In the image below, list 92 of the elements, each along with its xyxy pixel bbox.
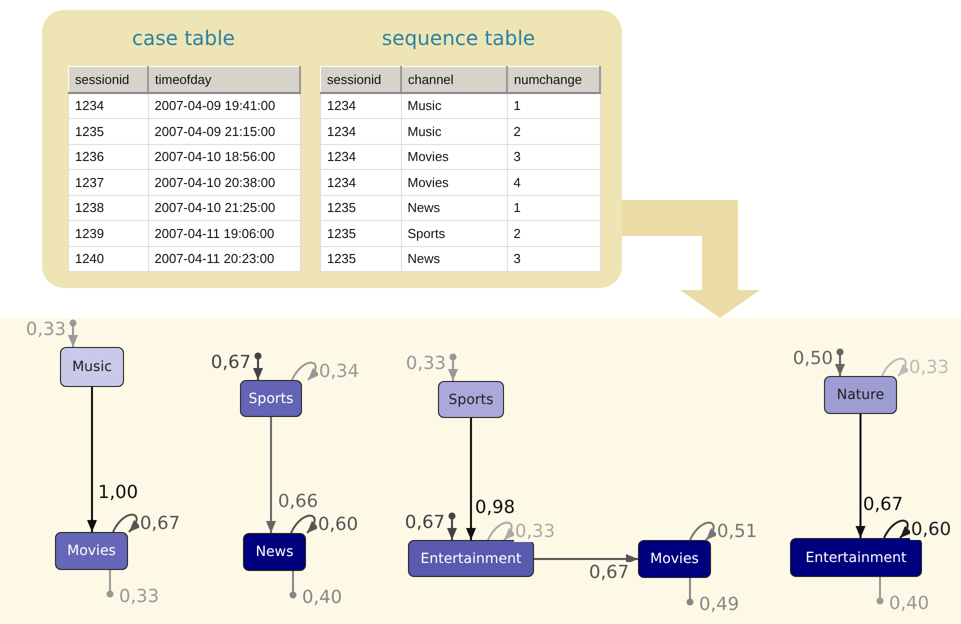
state-node: Movies xyxy=(55,532,128,570)
state-node: Sports xyxy=(438,381,504,418)
start-arrow xyxy=(253,352,263,380)
data-value: 3 xyxy=(507,144,600,170)
table-panel xyxy=(42,10,622,288)
state-node: News xyxy=(243,533,306,571)
self-loop-arrow xyxy=(689,522,718,541)
data-value: 2007-04-11 19:06:00 xyxy=(148,220,300,246)
edge-label: 1,00 xyxy=(97,482,140,503)
data-value: 2007-04-09 21:15:00 xyxy=(148,118,300,144)
self-loop-arrow xyxy=(881,358,910,377)
data-value: 1235 xyxy=(320,220,401,246)
data-value: 1235 xyxy=(320,246,401,272)
edge-label: 0,33 xyxy=(24,319,67,340)
edge-label: 0,51 xyxy=(716,521,758,542)
data-value: 1234 xyxy=(320,144,401,170)
edge-label: 0,33 xyxy=(908,357,950,378)
transition-arrow xyxy=(856,414,866,538)
data-value: 1 xyxy=(507,195,600,220)
data-value: 2007-04-11 20:23:00 xyxy=(148,246,300,272)
state-node: Movies xyxy=(638,540,711,578)
data-value: 2007-04-10 20:38:00 xyxy=(148,170,300,195)
state-node: Music xyxy=(60,347,124,387)
edge-label: 0,33 xyxy=(118,586,160,607)
start-arrow xyxy=(447,512,457,540)
data-value: 2007-04-09 19:41:00 xyxy=(148,92,300,118)
flow-arrow xyxy=(622,200,760,318)
self-loop-arrow xyxy=(487,522,516,541)
state-node: Sports xyxy=(240,380,302,417)
data-value: Movies xyxy=(401,170,507,195)
model-background xyxy=(0,318,961,624)
self-loop-arrow xyxy=(112,514,141,533)
data-value: Music xyxy=(401,118,507,144)
data-value: 1234 xyxy=(320,118,401,144)
edge-label: 0,40 xyxy=(888,593,930,614)
transition-arrow xyxy=(266,417,276,533)
edge-label: 0,67 xyxy=(862,494,904,515)
data-value: 1235 xyxy=(320,195,401,220)
data-value: 2 xyxy=(507,118,600,144)
start-arrow xyxy=(68,320,78,347)
table-title: case table xyxy=(131,26,236,50)
edge-label: 0,60 xyxy=(910,519,952,540)
data-value: 1235 xyxy=(68,118,148,144)
self-loop-arrow xyxy=(290,514,319,534)
column-header: sessionid xyxy=(68,66,148,92)
data-value: Music xyxy=(401,92,507,118)
data-value: 1236 xyxy=(68,144,148,170)
edge-label: 0,67 xyxy=(139,513,182,534)
edge-label: 0,98 xyxy=(474,497,516,518)
transition-arrow xyxy=(87,387,97,532)
data-value: Sports xyxy=(401,220,507,246)
edge-label: 0,60 xyxy=(317,514,360,535)
data-value: News xyxy=(401,246,507,272)
data-value: 1 xyxy=(507,92,600,118)
column-header: sessionid xyxy=(320,66,401,92)
state-node: Entertainment xyxy=(408,540,534,577)
start-arrow xyxy=(835,348,845,376)
transition-arrow xyxy=(534,554,638,564)
edge-label: 0,40 xyxy=(301,587,344,608)
edge-label: 0,67 xyxy=(588,562,630,583)
edge-label: 0,34 xyxy=(318,361,360,382)
data-value: Movies xyxy=(401,144,507,170)
data-value: 1234 xyxy=(68,92,148,118)
data-value: 1239 xyxy=(68,220,148,246)
data-value: 3 xyxy=(507,246,600,272)
self-loop-arrow xyxy=(291,362,320,381)
edge-label: 0,50 xyxy=(792,348,834,369)
edge-label: 0,33 xyxy=(514,521,556,542)
edge-label: 0,49 xyxy=(698,594,740,615)
data-value: 2007-04-10 21:25:00 xyxy=(148,195,300,220)
edge-label: 0,33 xyxy=(404,353,447,374)
column-header: timeofday xyxy=(148,66,300,92)
column-header: channel xyxy=(401,66,507,92)
data-value: 2007-04-10 18:56:00 xyxy=(148,144,300,170)
edge-label: 0,67 xyxy=(404,512,446,533)
transition-arrow xyxy=(466,418,476,540)
edge-label: 0,67 xyxy=(210,352,252,373)
data-value: 1240 xyxy=(68,246,148,272)
edge-label: 0,66 xyxy=(277,491,320,512)
data-value: 1234 xyxy=(320,170,401,195)
data-value: 4 xyxy=(507,170,600,195)
data-value: News xyxy=(401,195,507,220)
self-loop-arrow xyxy=(883,520,912,539)
table-title: sequence table xyxy=(380,26,536,50)
state-node: Entertainment xyxy=(790,538,922,577)
column-header: numchange xyxy=(507,66,600,92)
data-value: 2 xyxy=(507,220,600,246)
data-value: 1238 xyxy=(68,195,148,220)
start-arrow xyxy=(448,354,458,381)
state-node: Nature xyxy=(824,376,897,414)
data-value: 1237 xyxy=(68,170,148,195)
data-value: 1234 xyxy=(320,92,401,118)
